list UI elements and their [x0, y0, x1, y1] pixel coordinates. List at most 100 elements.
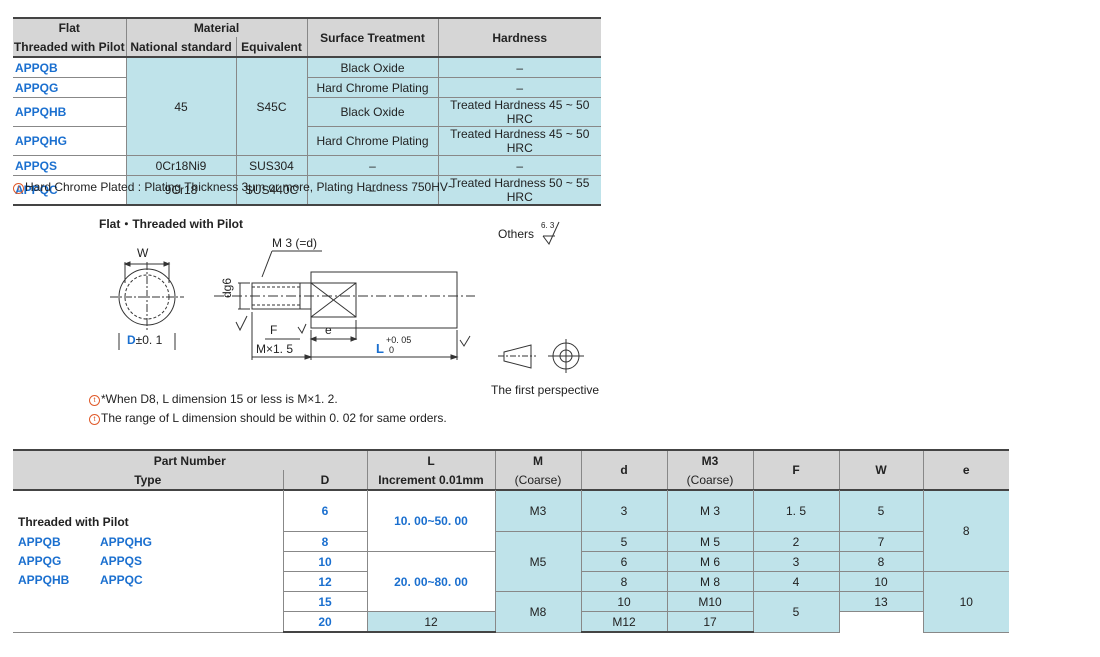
w-cell: 5	[838, 489, 924, 532]
d-value-cell[interactable]: 10	[282, 551, 368, 572]
table-row: 10 20. 00~80. 00 6 M 6 3 8	[13, 551, 1009, 612]
part-code[interactable]: APPQHG	[13, 126, 127, 156]
mx-label: M×1. 5	[256, 342, 294, 356]
thread-section	[251, 282, 301, 310]
table-row: APPQS 0Cr18Ni9 SUS304 – –	[13, 155, 601, 176]
f-label: F	[270, 323, 278, 337]
header-f: F	[752, 449, 840, 491]
table-row: APPQHG Hard Chrome Plating Treated Hardn…	[13, 126, 601, 156]
part-code[interactable]: APPQS	[13, 155, 127, 176]
m-value-cell: M8	[494, 591, 582, 633]
d-lower-cell: 10	[580, 591, 668, 612]
caution-icon: t	[89, 395, 100, 406]
table-row: APPQG Hard Chrome Plating –	[13, 77, 601, 98]
header-m-coarse: (Coarse)	[494, 470, 582, 491]
d-value-cell[interactable]: 6	[282, 489, 368, 532]
table-row: 12 8 M 8 4 10 10	[13, 571, 1009, 633]
w-cell: 13	[838, 591, 924, 612]
e-cell: 10	[922, 571, 1009, 633]
dg6-label: dg6	[220, 277, 234, 298]
d-lower-cell: 6	[580, 551, 668, 572]
national-standard-cell: 9Cr18	[125, 175, 237, 206]
header-d-lower: d	[580, 449, 668, 491]
header-w: W	[838, 449, 924, 491]
type-code[interactable]: APPQHG	[100, 535, 153, 549]
table-row: APPQC 9Cr18 SUS440C – Treated Hardness 5…	[13, 175, 601, 206]
w-cell: 8	[838, 551, 924, 572]
header-surface-treatment: Surface Treatment	[306, 17, 439, 58]
hardness-cell: Treated Hardness 50 ~ 55 HRC	[437, 175, 601, 206]
header-m: M	[494, 449, 582, 470]
d-value-cell[interactable]: 20	[282, 611, 368, 633]
header-l-increment: Increment 0.01mm	[366, 470, 496, 491]
header-flat: Flat	[13, 17, 127, 37]
f-cell: 2	[752, 531, 840, 552]
header-material: Material	[125, 17, 308, 37]
table-row: 8 M5 5 M 5 2 7	[13, 531, 1009, 592]
m-value-cell: M5	[494, 531, 582, 592]
note-1: t*When D8, L dimension 15 or less is M×1…	[89, 392, 338, 406]
caution-icon: t	[13, 183, 24, 194]
w-label: W	[137, 246, 149, 260]
table-row: 15 M8 10 M10 5 13	[13, 591, 1009, 633]
type-code[interactable]: APPQG	[18, 554, 62, 568]
d-label: D	[127, 333, 136, 347]
type-code[interactable]: APPQS	[100, 554, 143, 568]
body-section	[310, 271, 458, 329]
header-m3-coarse: (Coarse)	[666, 470, 754, 491]
type-code[interactable]: APPQHB	[18, 573, 70, 587]
d-value-cell[interactable]: 12	[282, 571, 368, 592]
header-type: Type	[13, 470, 284, 491]
d-value-cell[interactable]: 15	[282, 591, 368, 612]
type-cell: Threaded with Pilot APPQB APPQHG APPQG A…	[13, 489, 284, 633]
technical-drawing	[110, 221, 584, 373]
f-cell: 5	[752, 591, 840, 633]
w-cell: 17	[666, 611, 754, 633]
caution-icon: t	[89, 414, 100, 425]
others-label: Others	[498, 227, 535, 241]
m-value-cell: M3	[494, 489, 582, 532]
national-standard-cell: 45	[125, 56, 237, 156]
national-standard-cell: 0Cr18Ni9	[125, 155, 237, 176]
d-lower-cell: 12	[366, 611, 496, 633]
hardness-cell: Treated Hardness 45 ~ 50 HRC	[437, 126, 601, 156]
header-d-upper: D	[282, 470, 368, 491]
m3-cell: M12	[580, 611, 668, 633]
w-cell: 7	[838, 531, 924, 552]
table-row: APPQHB Black Oxide Treated Hardness 45 ~…	[13, 97, 601, 127]
equivalent-cell: S45C	[235, 56, 308, 156]
l-range-cell[interactable]: 10. 00~50. 00	[366, 489, 496, 552]
header-equivalent: Equivalent	[235, 37, 308, 58]
header-part-number: Part Number	[13, 449, 368, 470]
type-title: Threaded with Pilot	[18, 515, 129, 529]
e-cell: 8	[922, 489, 1009, 572]
header-m3: M3	[666, 449, 754, 470]
plating-note-text: Hard Chrome Plated : Plating Thickness 3…	[25, 180, 455, 194]
f-cell: 3	[752, 551, 840, 572]
d-value-cell[interactable]: 8	[282, 531, 368, 552]
e-label: e	[325, 323, 332, 337]
part-code[interactable]: APPQC	[13, 175, 127, 206]
l-label: L	[376, 341, 384, 356]
d-tolerance: ±0. 1	[135, 333, 163, 347]
d-dimension: D±0. 1	[127, 333, 162, 347]
table-row: 20 12 M12 17	[13, 611, 1009, 633]
m3-cell: M 6	[666, 551, 754, 572]
w-cell: 10	[838, 571, 924, 592]
l-range-cell[interactable]: 20. 00~80. 00	[366, 551, 496, 612]
m3-cell: M10	[666, 591, 754, 612]
equivalent-cell: SUS304	[235, 155, 308, 176]
perspective-cone	[503, 344, 532, 369]
table-row: APPQB 45 S45C Black Oxide –	[13, 56, 601, 156]
type-code[interactable]: APPQB	[18, 535, 61, 549]
part-code[interactable]: APPQG	[13, 77, 127, 98]
m3-cell: M 8	[666, 571, 754, 592]
surface-cell: Hard Chrome Plating	[306, 126, 439, 156]
d-lower-cell: 8	[580, 571, 668, 592]
material-table: Flat Material Surface Treatment Hardness…	[13, 17, 601, 206]
f-cell: 4	[752, 571, 840, 592]
surface-cell: –	[306, 155, 439, 176]
perspective-label: The first perspective	[491, 383, 600, 397]
type-code[interactable]: APPQC	[100, 573, 143, 587]
